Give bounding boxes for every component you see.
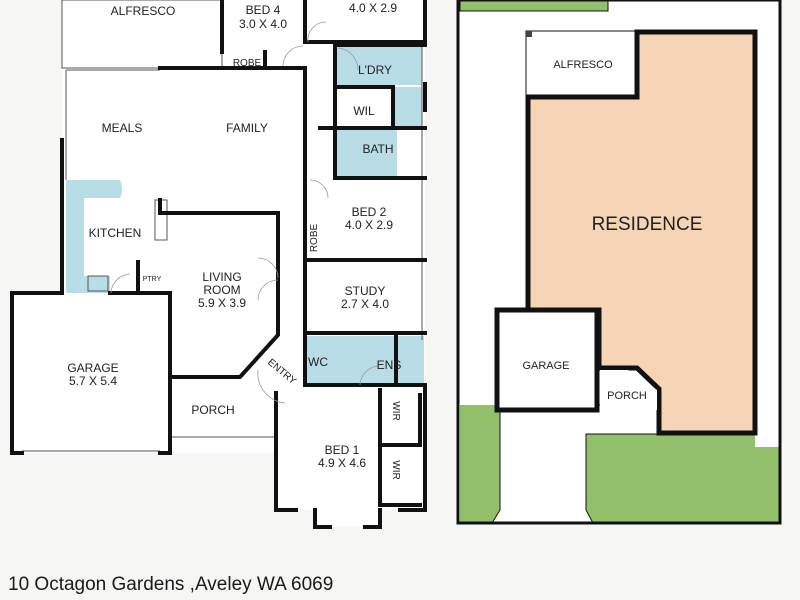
- bed2-label: BED 2: [352, 205, 387, 219]
- living-size: 5.9 X 3.9: [198, 296, 246, 310]
- residence: [525, 29, 758, 436]
- site-garage-label: GARAGE: [522, 360, 569, 372]
- site-porch: [600, 370, 657, 410]
- ens-label: ENS: [377, 358, 402, 372]
- ensuite-area: [306, 336, 424, 385]
- bed3-size: 4.0 X 2.9: [349, 1, 397, 15]
- site-plan: ALFRESCO RESIDENCE GARAGE PORCH: [456, 0, 782, 525]
- lot-boundary: [456, 0, 782, 525]
- bed2-robe-label: ROBE: [309, 224, 320, 253]
- room-labels: ALFRESCO BED 4 3.0 X 4.0 4.0 X 2.9 ROBE …: [67, 1, 401, 480]
- bath-area: [337, 130, 397, 177]
- garage-size: 5.7 X 5.4: [69, 374, 117, 388]
- floor-plan: ALFRESCO BED 4 3.0 X 4.0 4.0 X 2.9 ROBE …: [10, 0, 427, 529]
- lawn-top: [459, 0, 609, 12]
- site-alfresco: [525, 30, 637, 98]
- living-label-2: ROOM: [203, 283, 240, 297]
- bed4-robe-label: ROBE: [233, 58, 262, 69]
- laundry-area: [337, 45, 422, 85]
- meals-label: MEALS: [102, 121, 143, 135]
- site-garage: [494, 307, 600, 413]
- site-porch-label: PORCH: [607, 390, 647, 402]
- bed4-size: 3.0 X 4.0: [239, 17, 287, 31]
- pantry-label: PTRY: [143, 276, 162, 283]
- bed2-size: 4.0 X 2.9: [345, 218, 393, 232]
- property-address: 10 Octagon Gardens ,Aveley WA 6069: [8, 574, 334, 595]
- porch-label: PORCH: [191, 403, 234, 417]
- site-alfresco-label: ALFRESCO: [553, 59, 613, 71]
- bath-label: BATH: [362, 142, 393, 156]
- wir-1-label: WIR: [390, 401, 401, 420]
- alfresco-label: ALFRESCO: [111, 4, 176, 18]
- wil-label: WIL: [353, 104, 375, 118]
- laundry-label: L'DRY: [358, 63, 392, 77]
- wc-label: WC: [308, 355, 328, 369]
- study-label: STUDY: [345, 284, 386, 298]
- bed4-label: BED 4: [246, 3, 281, 17]
- study-size: 2.7 X 4.0: [341, 297, 389, 311]
- bed1-size: 4.9 X 4.6: [318, 456, 366, 470]
- kitchen-label: KITCHEN: [89, 226, 142, 240]
- living-label-1: LIVING: [202, 270, 241, 284]
- kitchen-counter: [66, 180, 122, 293]
- wir-2-label: WIR: [390, 460, 401, 479]
- family-label: FAMILY: [226, 121, 268, 135]
- residence-label: RESIDENCE: [592, 214, 703, 235]
- bed1-label: BED 1: [325, 443, 360, 457]
- garage-label: GARAGE: [67, 361, 118, 375]
